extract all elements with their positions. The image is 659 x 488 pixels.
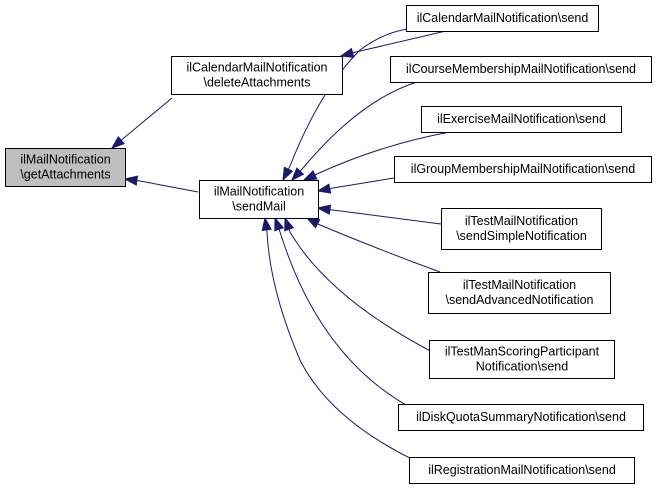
edge-line	[319, 224, 441, 273]
node-label-line: ilCalendarMailNotification\send	[417, 11, 589, 25]
edge-line	[124, 97, 173, 138]
node-box	[421, 106, 622, 133]
node-box	[5, 148, 126, 187]
node-box	[398, 404, 644, 431]
edge-arrowhead	[123, 175, 139, 186]
node-label-line: Notification\send	[476, 360, 568, 374]
node-box	[441, 208, 602, 250]
node-box	[428, 272, 611, 314]
node-box	[390, 56, 652, 83]
node-regSend[interactable]: ilRegistrationMailNotification\send	[409, 457, 635, 484]
edge-line	[332, 209, 442, 225]
edge-line	[289, 231, 441, 357]
edge-calSend-to-deleteAttachments	[339, 30, 447, 58]
edge-arrowhead	[316, 204, 332, 215]
edge-line	[355, 30, 447, 53]
edge-arrowhead	[284, 216, 295, 232]
edge-regSend-to-sendMail	[261, 216, 419, 463]
edge-exerciseSend-to-sendMail	[302, 131, 451, 181]
edge-groupSend-to-sendMail	[316, 177, 395, 194]
node-exerciseSend[interactable]: ilExerciseMailNotification\send	[421, 106, 622, 133]
edge-arrowhead	[302, 170, 318, 181]
node-label-line: \sendAdvancedNotification	[445, 293, 593, 307]
edge-courseSend-to-sendMail	[291, 81, 418, 182]
node-testAdvanced[interactable]: ilTestMailNotification\sendAdvancedNotif…	[428, 272, 611, 314]
node-sendMail[interactable]: ilMailNotification\sendMail	[199, 180, 319, 219]
node-groupSend[interactable]: ilGroupMembershipMailNotification\send	[394, 156, 652, 183]
node-label-line: ilDiskQuotaSummaryNotification\send	[416, 410, 626, 424]
node-scoringSend[interactable]: ilTestManScoringParticipantNotification\…	[429, 340, 615, 379]
node-label-line: ilCalendarMailNotification	[186, 61, 327, 75]
node-label-line: ilMailNotification	[20, 153, 110, 167]
nodes-layer: ilMailNotification\getAttachmentsilCalen…	[5, 5, 652, 484]
edge-arrowhead	[316, 183, 332, 194]
edge-arrowhead	[282, 166, 294, 182]
edge-line	[266, 231, 419, 463]
node-box	[429, 340, 615, 379]
edge-arrowhead	[274, 216, 285, 232]
node-deleteAttachments[interactable]: ilCalendarMailNotification\deleteAttachm…	[171, 56, 343, 95]
edge-arrowhead	[291, 167, 305, 182]
node-label-line: ilGroupMembershipMailNotification\send	[411, 162, 635, 176]
node-label-line: \deleteAttachments	[203, 76, 310, 90]
node-box	[199, 180, 319, 219]
node-box	[394, 156, 652, 183]
node-label-line: ilTestMailNotification	[465, 214, 578, 228]
node-label-line: ilCourseMembershipMailNotification\send	[406, 62, 636, 76]
node-label-line: ilTestMailNotification	[463, 278, 576, 292]
edge-line	[332, 177, 395, 189]
edge-deleteAttachments-to-getAttachments	[110, 97, 173, 149]
edge-line	[302, 81, 418, 169]
node-box	[406, 5, 599, 32]
node-getAttachments[interactable]: ilMailNotification\getAttachments	[5, 148, 126, 187]
edge-diskSend-to-sendMail	[274, 216, 416, 411]
node-diskSend[interactable]: ilDiskQuotaSummaryNotification\send	[398, 404, 644, 431]
node-label-line: \sendMail	[232, 200, 286, 214]
node-label-line: \getAttachments	[20, 168, 110, 182]
edge-scoringSend-to-sendMail	[284, 216, 441, 357]
edge-arrowhead	[261, 216, 272, 232]
node-calSend[interactable]: ilCalendarMailNotification\send	[406, 5, 599, 32]
edge-testAdvanced-to-sendMail	[305, 217, 441, 273]
edge-line	[316, 131, 451, 175]
edge-arrowhead	[110, 135, 125, 149]
node-testSimple[interactable]: ilTestMailNotification\sendSimpleNotific…	[441, 208, 602, 250]
edge-testSimple-to-sendMail	[316, 204, 442, 225]
edge-arrowhead	[305, 217, 321, 229]
edge-sendMail-to-getAttachments	[123, 175, 199, 193]
node-label-line: ilRegistrationMailNotification\send	[428, 463, 616, 477]
node-courseSend[interactable]: ilCourseMembershipMailNotification\send	[390, 56, 652, 83]
node-label-line: ilExerciseMailNotification\send	[437, 112, 606, 126]
node-box	[171, 56, 343, 95]
node-label-line: ilTestManScoringParticipant	[445, 345, 600, 359]
node-label-line: ilMailNotification	[214, 185, 304, 199]
edge-line	[139, 180, 199, 193]
node-box	[409, 457, 635, 484]
edge-line	[279, 231, 416, 411]
edge-arrowhead	[339, 47, 355, 58]
node-label-line: \sendSimpleNotification	[456, 229, 587, 243]
